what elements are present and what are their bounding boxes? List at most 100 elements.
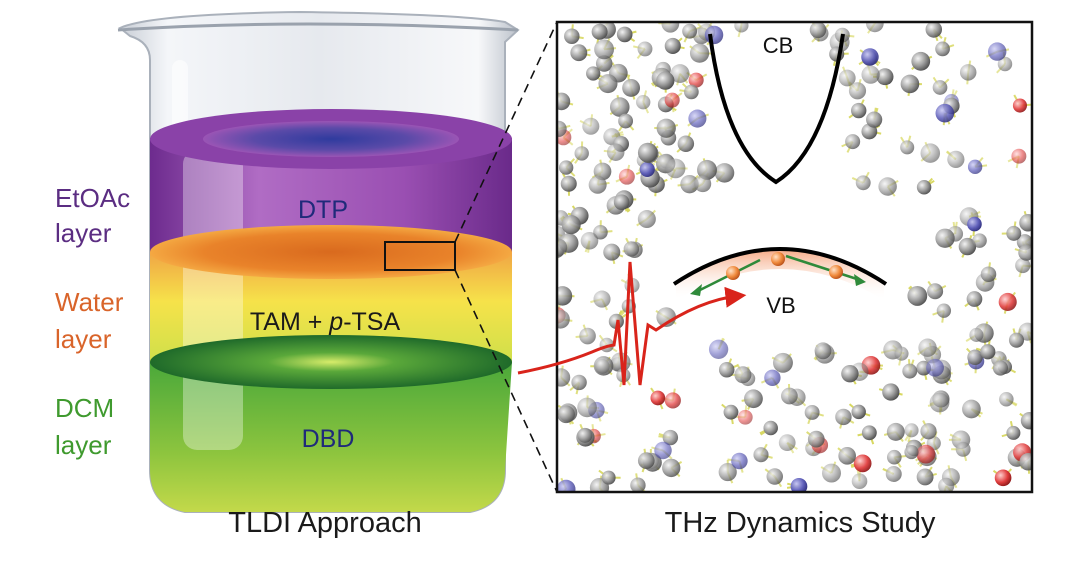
atom	[916, 468, 934, 486]
atom	[718, 462, 737, 482]
atom	[588, 175, 607, 194]
atom	[606, 143, 625, 161]
atom	[865, 22, 884, 33]
atom	[855, 175, 871, 191]
atom	[637, 41, 653, 57]
conduction-band-label: CB	[763, 33, 794, 58]
atom	[734, 366, 752, 384]
atom	[574, 146, 589, 161]
atom	[656, 118, 676, 138]
atom	[861, 425, 877, 441]
atom	[904, 423, 919, 438]
atom	[662, 429, 679, 446]
atom	[911, 51, 931, 71]
atom	[591, 23, 608, 40]
atom	[1008, 332, 1025, 348]
atom	[838, 69, 856, 87]
atom	[866, 111, 883, 128]
middle-compound-prefix: TAM +	[250, 308, 329, 336]
water-label-line2: layer	[55, 324, 112, 354]
atom	[577, 427, 593, 443]
atom	[688, 109, 707, 128]
atom	[804, 405, 820, 420]
atom	[967, 349, 983, 365]
atom	[790, 477, 808, 492]
etoac-surface-inner	[203, 121, 459, 157]
atom	[564, 28, 580, 44]
atom	[636, 94, 651, 110]
atom	[714, 163, 735, 183]
atom	[999, 391, 1014, 407]
atom	[753, 447, 769, 463]
atom	[980, 344, 996, 360]
atom	[618, 168, 635, 185]
atom	[639, 161, 655, 177]
atom	[845, 134, 861, 150]
etoac-layer-label: EtOAc layer	[55, 183, 130, 248]
atom	[882, 383, 900, 401]
atom	[764, 369, 781, 387]
etoac-label-line2: layer	[55, 218, 112, 248]
atom	[557, 286, 573, 306]
conduction-band-curve	[708, 33, 845, 185]
atom	[670, 64, 690, 84]
atom	[959, 64, 977, 81]
atom	[557, 120, 567, 137]
atom	[598, 74, 618, 94]
atom	[595, 55, 613, 72]
atom	[980, 266, 997, 282]
water-interface	[150, 225, 512, 279]
atom	[603, 243, 621, 261]
atom	[637, 142, 658, 163]
atom	[656, 71, 675, 90]
atom	[1015, 257, 1031, 274]
atom	[772, 352, 793, 373]
atom	[561, 215, 581, 235]
atom	[650, 390, 666, 406]
atom	[972, 233, 987, 248]
atom	[1018, 244, 1032, 261]
water-label-line1: Water	[55, 287, 124, 317]
atom	[731, 452, 748, 470]
atom	[916, 444, 936, 464]
valence-band-curve	[672, 247, 888, 286]
atom	[994, 469, 1012, 487]
etoac-phase	[150, 138, 512, 252]
atom	[926, 358, 944, 377]
atom	[936, 303, 952, 318]
atom	[579, 327, 596, 345]
atom	[851, 473, 868, 490]
atom	[744, 389, 763, 409]
hole-carrier	[829, 265, 843, 279]
atom	[557, 92, 571, 111]
atom	[630, 477, 646, 492]
atom	[623, 241, 640, 257]
atom	[689, 43, 710, 63]
water-layer-label: Water layer	[55, 287, 124, 354]
zoom-region	[384, 241, 456, 271]
atom	[920, 423, 937, 440]
atom	[927, 283, 944, 300]
atom	[697, 159, 717, 180]
atom	[601, 470, 616, 485]
atom	[778, 434, 796, 452]
atom	[935, 228, 955, 248]
hole-carrier	[726, 266, 740, 280]
atom	[848, 82, 867, 100]
atom	[861, 48, 879, 66]
etoac-label-line1: EtOAc	[55, 183, 130, 213]
atom	[586, 66, 601, 81]
atom	[593, 356, 614, 376]
atom	[814, 342, 832, 360]
atom	[593, 225, 608, 240]
atom	[571, 374, 587, 391]
atom	[558, 160, 574, 175]
atom	[841, 364, 859, 383]
atom	[947, 150, 965, 168]
dcm-phase	[150, 362, 512, 512]
atom	[902, 363, 918, 379]
atom	[682, 23, 698, 39]
dcm-interface	[150, 335, 512, 389]
atom	[935, 41, 950, 57]
atom	[935, 103, 955, 123]
